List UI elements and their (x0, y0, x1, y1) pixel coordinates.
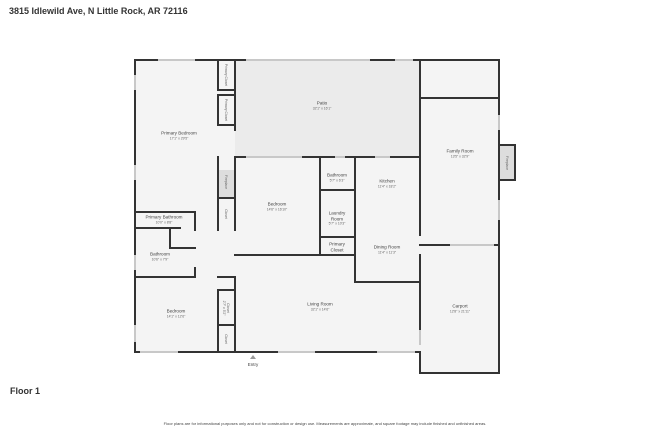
windows (134, 59, 500, 353)
disclaimer: Floor plans are for informational purpos… (163, 421, 487, 426)
east-wing-floor (420, 60, 499, 373)
room-label: Primary Closet (329, 241, 345, 253)
patio-area (235, 60, 420, 157)
room-label: Primary Closet (224, 98, 228, 122)
address-title: 3815 Idlewild Ave, N Little Rock, AR 721… (9, 6, 188, 16)
entry-arrow-icon (250, 355, 256, 359)
floor-label: Floor 1 (10, 386, 41, 396)
room-label: Primary Closet (224, 63, 228, 87)
entry-label: Entry (247, 362, 259, 367)
room-label: Closet (224, 209, 228, 219)
fireplace-shape (219, 170, 234, 198)
room-label: Closet (224, 334, 228, 344)
room-label: Fireplace (505, 156, 509, 170)
room-label: Fireplace (224, 175, 228, 189)
